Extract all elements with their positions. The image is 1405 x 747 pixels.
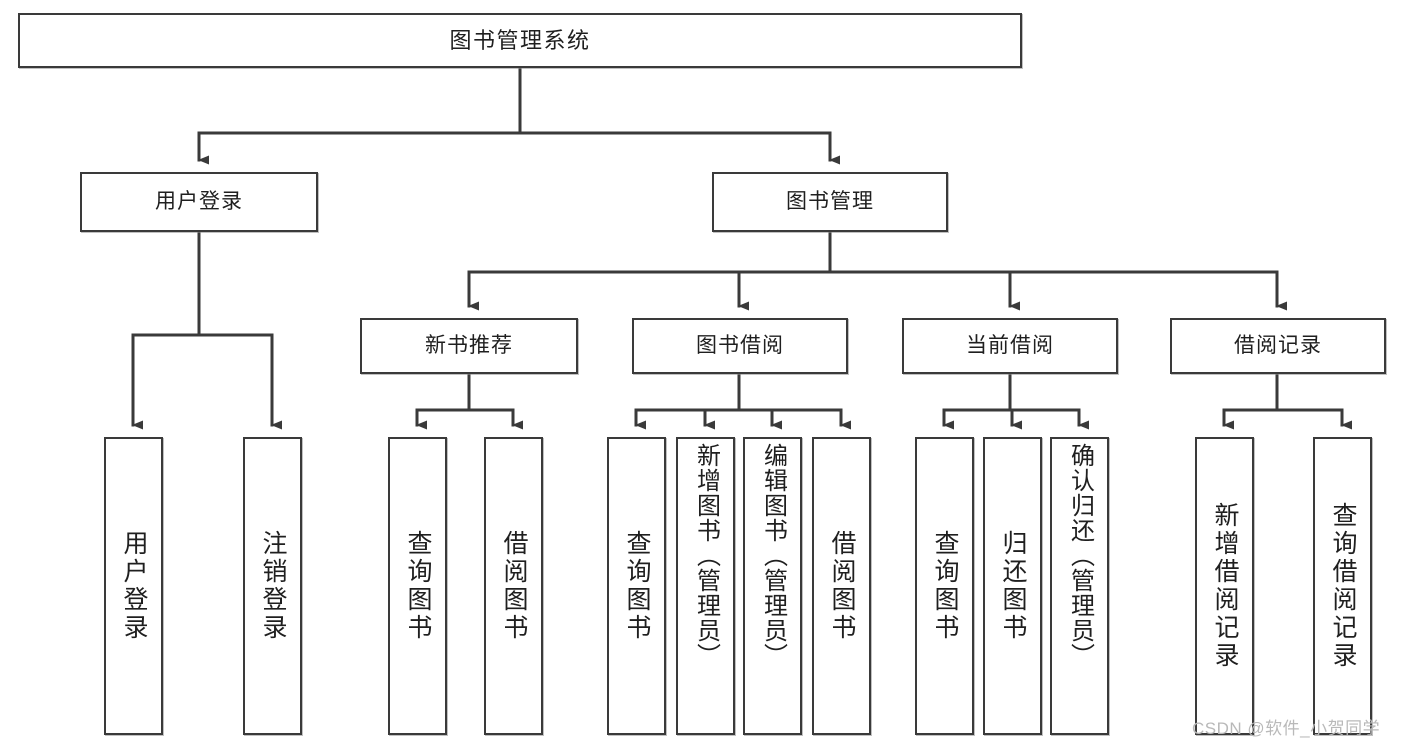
node-book-management[interactable]: 图书管理 — [712, 172, 948, 232]
node-leaf-query-record[interactable]: 查询借阅记录 — [1313, 437, 1372, 735]
node-label: 确认归还（管理员） — [1066, 443, 1094, 668]
node-label: 注销登录 — [259, 530, 287, 642]
node-leaf-borrow-book-1[interactable]: 借阅图书 — [484, 437, 543, 735]
node-leaf-borrow-book-2[interactable]: 借阅图书 — [812, 437, 871, 735]
node-label: 图书管理 — [786, 189, 874, 213]
node-label: 查询图书 — [623, 530, 651, 642]
node-leaf-query-book-3[interactable]: 查询图书 — [915, 437, 974, 735]
node-leaf-user-logout[interactable]: 注销登录 — [243, 437, 302, 735]
node-leaf-return-book[interactable]: 归还图书 — [983, 437, 1042, 735]
node-root-book-management-system[interactable]: 图书管理系统 — [18, 13, 1022, 68]
node-leaf-add-record[interactable]: 新增借阅记录 — [1195, 437, 1254, 735]
node-leaf-user-login[interactable]: 用户登录 — [104, 437, 163, 735]
node-label: 编辑图书（管理员） — [759, 443, 787, 668]
node-user-login[interactable]: 用户登录 — [80, 172, 318, 232]
node-book-borrow[interactable]: 图书借阅 — [632, 318, 848, 374]
node-label: 借阅图书 — [828, 530, 856, 642]
node-label: 当前借阅 — [966, 333, 1054, 357]
node-label: 查询借阅记录 — [1329, 502, 1357, 670]
node-borrow-record[interactable]: 借阅记录 — [1170, 318, 1386, 374]
node-label: 用户登录 — [120, 530, 148, 642]
node-label: 新增借阅记录 — [1211, 502, 1239, 670]
node-label: 借阅图书 — [500, 530, 528, 642]
node-label: 查询图书 — [404, 530, 432, 642]
node-leaf-edit-book[interactable]: 编辑图书（管理员） — [743, 437, 802, 735]
node-label: 用户登录 — [155, 189, 243, 213]
node-current-borrow[interactable]: 当前借阅 — [902, 318, 1118, 374]
node-label: 图书借阅 — [696, 333, 784, 357]
node-leaf-query-book-1[interactable]: 查询图书 — [388, 437, 447, 735]
node-new-book-recommend[interactable]: 新书推荐 — [360, 318, 578, 374]
node-label: 新书推荐 — [425, 333, 513, 357]
csdn-watermark: CSDN @软件_小贺同学 — [1192, 719, 1381, 738]
node-leaf-confirm-return[interactable]: 确认归还（管理员） — [1050, 437, 1109, 735]
node-leaf-query-book-2[interactable]: 查询图书 — [607, 437, 666, 735]
node-label: 图书管理系统 — [449, 27, 591, 53]
node-label: 借阅记录 — [1234, 333, 1322, 357]
node-leaf-add-book[interactable]: 新增图书（管理员） — [676, 437, 735, 735]
node-label: 查询图书 — [931, 530, 959, 642]
node-label: 新增图书（管理员） — [692, 443, 720, 668]
node-label: 归还图书 — [999, 530, 1027, 642]
